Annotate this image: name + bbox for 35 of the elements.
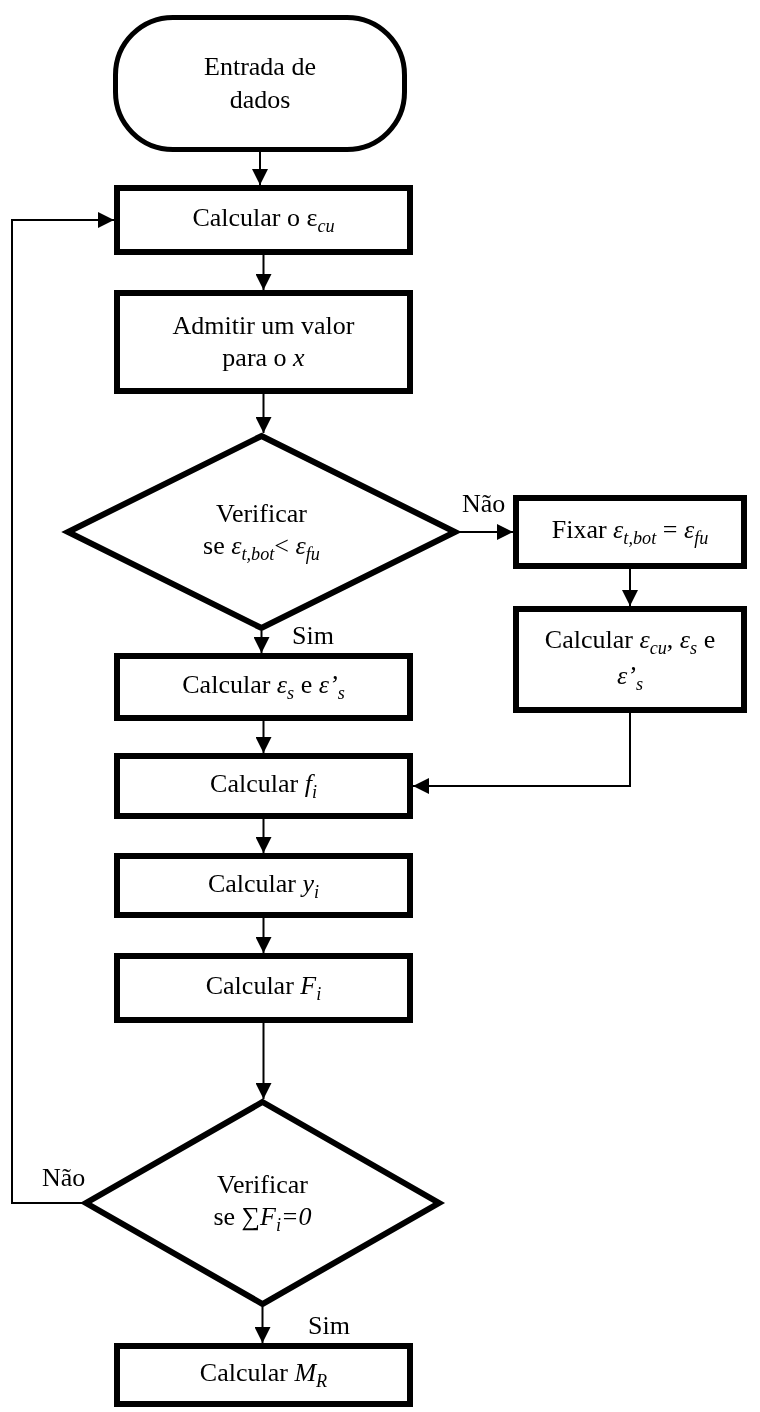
arrow <box>255 254 272 291</box>
node-text: Calcular M$_{R}$ <box>199 1357 328 1393</box>
process-box <box>513 495 747 569</box>
node-text: Calcular o ε$_{cu}$ <box>192 202 335 238</box>
process-box <box>114 753 413 819</box>
node-text: Calcular y$_{i}$ <box>207 867 320 904</box>
node-text: Fixar ε$_{t,bot}$ = ε$_{fu}$ <box>551 514 709 550</box>
process-box <box>114 953 413 1023</box>
process-box <box>114 185 413 255</box>
node-text: Calcular F$_{i}$ <box>205 970 322 1006</box>
arrow <box>255 818 272 854</box>
arrow <box>255 393 272 434</box>
arrow <box>412 712 631 794</box>
process-box <box>114 853 413 918</box>
arrow <box>253 630 270 654</box>
node-text: se ε$_{t,bot}$< ε$_{fu}$ <box>203 530 320 567</box>
arrow <box>252 151 268 186</box>
arrow <box>255 917 272 954</box>
arrow <box>255 720 272 754</box>
process-box <box>114 1343 413 1407</box>
arrow <box>254 1306 271 1344</box>
node-text: Verificar <box>216 497 307 530</box>
node-text: Verificar <box>217 1168 308 1201</box>
node-text: Calcular ε$_{s}$ e ε’$_{s}$ <box>182 669 345 705</box>
process-box <box>114 290 413 394</box>
node-text: Calcular f$_{i}$ <box>210 768 317 804</box>
node-text: Entrada de dados <box>203 51 317 116</box>
process-box <box>114 653 413 721</box>
node-text: se ∑F$_{i}$=0 <box>213 1201 312 1238</box>
arrow <box>255 1022 272 1100</box>
node-text: Admitir um valor para o x <box>171 309 356 374</box>
process-box <box>513 606 747 713</box>
arrow <box>622 568 638 607</box>
node-text: Calcular ε$_{cu}$, ε$_{s}$ e ε’$_{s}$ <box>543 623 717 696</box>
arrow <box>11 212 115 1204</box>
